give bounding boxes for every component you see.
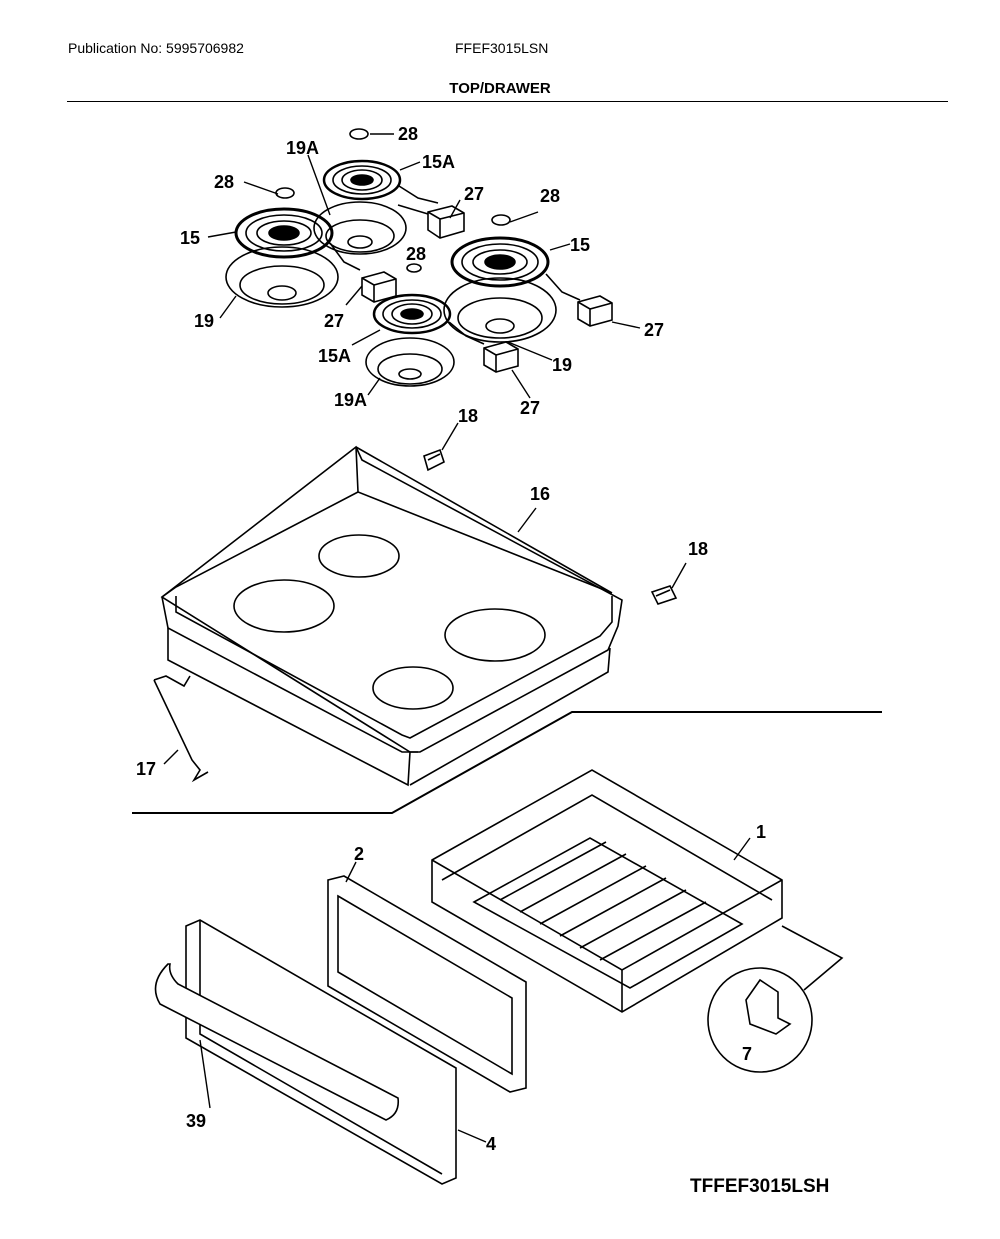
- callout-28: 28: [214, 172, 234, 192]
- element-cap-28: [275, 128, 511, 273]
- receptacle-27b: [361, 271, 397, 303]
- callout-27: 27: [464, 184, 484, 204]
- drip-pan-19-left: [225, 246, 339, 308]
- drawer-body-1: [431, 769, 783, 1013]
- callout-15: 15: [180, 228, 200, 248]
- surface-element-15a-top: [322, 159, 439, 204]
- callout-28: 28: [398, 124, 418, 144]
- callout-15a: 15A: [318, 346, 351, 366]
- callout-16: 16: [530, 484, 550, 504]
- callout-19a: 19A: [286, 138, 319, 158]
- header-divider: [67, 101, 948, 102]
- surface-element-15-left: [234, 207, 361, 271]
- callout-19a: 19A: [334, 390, 367, 410]
- drip-pan-19a-top: [313, 201, 407, 255]
- callout-27: 27: [520, 398, 540, 418]
- callout-28: 28: [540, 186, 560, 206]
- drawer-glide-7: [707, 925, 844, 1073]
- callout-27: 27: [324, 311, 344, 331]
- drip-pan-19-right: [443, 277, 557, 343]
- callout-18: 18: [688, 539, 708, 559]
- callout-labels: 28 19A 15A 28 27 28 15 28 15 19 27 27 15…: [136, 124, 766, 1154]
- handle-39: [154, 963, 400, 1121]
- diagram-code: TFFEF3015LSH: [690, 1176, 830, 1197]
- receptacle-27a: [397, 204, 465, 239]
- callout-18: 18: [458, 406, 478, 426]
- callout-28: 28: [406, 244, 426, 264]
- bracket-18-top: [423, 448, 445, 472]
- publication-number: Publication No: 5995706982: [68, 40, 244, 56]
- callout-15a: 15A: [422, 152, 455, 172]
- receptacle-27c: [577, 295, 613, 327]
- callout-17: 17: [136, 759, 156, 779]
- callout-19: 19: [552, 355, 572, 375]
- maintop-16: [160, 445, 623, 787]
- callout-15: 15: [570, 235, 590, 255]
- bracket-18-right: [650, 585, 678, 605]
- surface-element-15a-bottom: [372, 293, 485, 345]
- drip-pan-19a-bottom: [365, 337, 455, 387]
- callout-39: 39: [186, 1111, 206, 1131]
- callout-1: 1: [756, 822, 766, 842]
- drawer-liner-2: [327, 875, 527, 1093]
- rod-17: [153, 675, 209, 783]
- model-number: FFEF3015LSN: [455, 40, 549, 56]
- callout-7: 7: [742, 1044, 752, 1064]
- callout-2: 2: [354, 844, 364, 864]
- callout-4: 4: [486, 1134, 496, 1154]
- surface-element-15-right: [450, 236, 581, 301]
- section-title: TOP/DRAWER: [449, 80, 551, 97]
- section-divider: [132, 711, 882, 814]
- callout-19: 19: [194, 311, 214, 331]
- receptacle-27d: [483, 341, 519, 373]
- callout-27: 27: [644, 320, 664, 340]
- leader-lines: [163, 133, 751, 1143]
